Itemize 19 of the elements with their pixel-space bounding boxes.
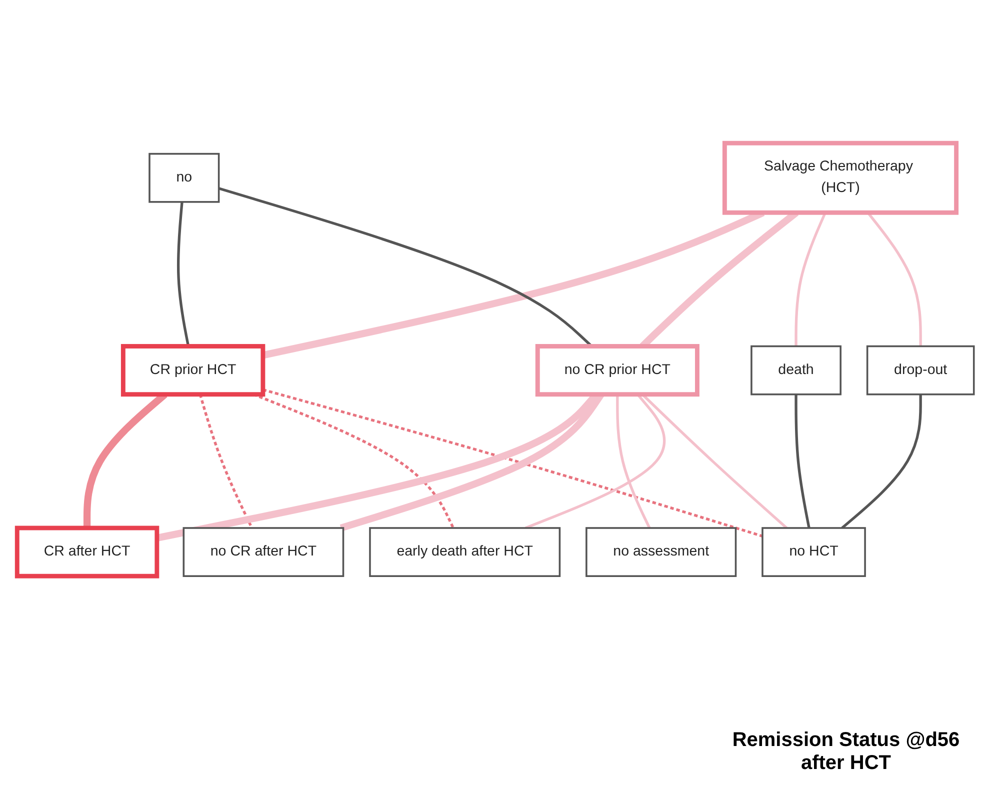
connector — [524, 394, 666, 530]
node-box: CR prior HCT — [120, 344, 266, 397]
node-box: Salvage Chemotherapy (HCT) — [722, 141, 959, 216]
node-box: no CR after HCT — [182, 527, 344, 578]
node-box: no — [148, 153, 220, 204]
node-box: no CR prior HCT — [535, 344, 700, 397]
connector — [176, 202, 190, 347]
connector — [794, 394, 810, 529]
connector — [262, 388, 763, 538]
connector — [841, 394, 922, 530]
connector — [616, 394, 651, 529]
node-box: death — [750, 346, 842, 396]
axis-title: Remission Status @d56 after HCT — [731, 729, 961, 775]
node-box: CR after HCT — [14, 526, 160, 579]
node-box: no assessment — [586, 527, 737, 578]
node-box: early death after HCT — [369, 527, 561, 578]
node-box: no HCT — [762, 527, 866, 578]
node-box: drop-out — [866, 346, 975, 396]
connector — [198, 394, 254, 529]
